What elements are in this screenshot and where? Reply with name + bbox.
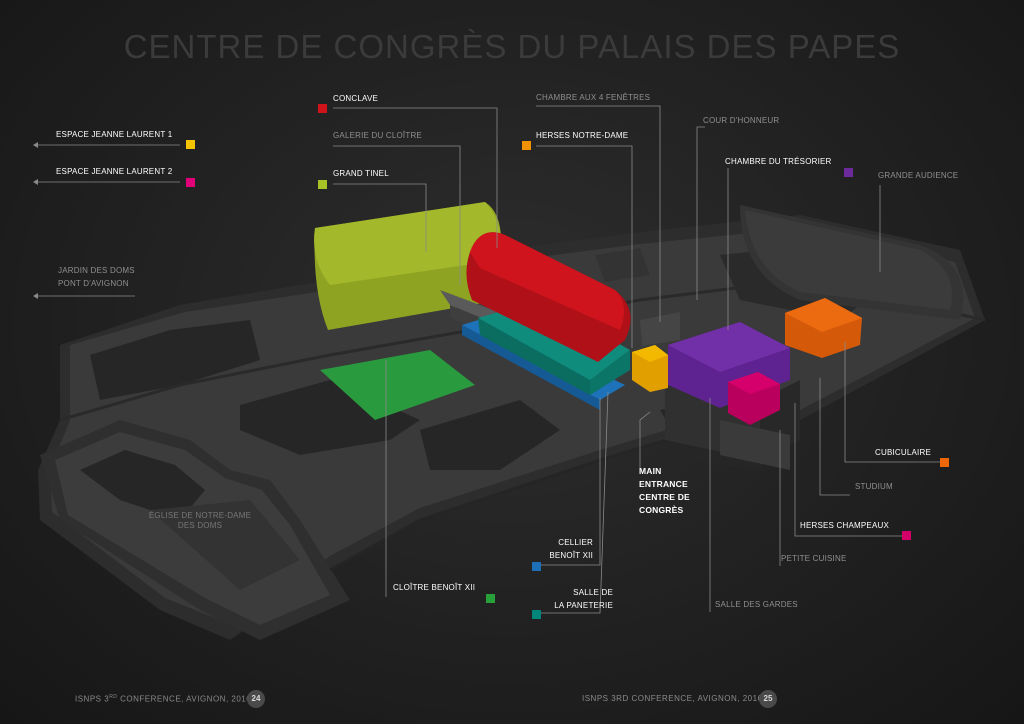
footer-left-suffix: CONFERENCE, AVIGNON, 2016	[117, 694, 252, 704]
label-grand-tinel: GRAND TINEL	[333, 169, 389, 178]
swatch-herses-champeaux	[902, 531, 911, 540]
footer-left-sup: RD	[109, 694, 118, 700]
label-salle-gardes: SALLE DES GARDES	[715, 600, 798, 609]
label-petite-cuisine: PETITE CUISINE	[781, 554, 847, 563]
label-cellier-1: CELLIER	[558, 538, 593, 547]
swatch-cubiculaire	[940, 458, 949, 467]
swatch-espace-jl2	[186, 178, 195, 187]
label-espace-jl1: ESPACE JEANNE LAURENT 1	[56, 130, 173, 139]
label-pont-avignon: PONT D'AVIGNON	[58, 279, 129, 288]
leader-lines	[35, 105, 940, 614]
label-herses-notre-dame: HERSES NOTRE-DAME	[536, 131, 629, 140]
swatch-chambre-tresorier	[844, 168, 853, 177]
room-cubiculaire	[785, 298, 862, 358]
footer-left: ISNPS 3RD CONFERENCE, AVIGNON, 2016	[75, 694, 251, 704]
label-cellier-2: BENOÎT XII	[549, 551, 593, 560]
room-conclave	[466, 232, 631, 362]
label-eglise-1: ÉGLISE DE NOTRE-DAME	[148, 511, 252, 520]
page-number-left: 24	[247, 690, 265, 708]
swatch-herses-notre-dame	[522, 141, 531, 150]
label-chambre-4-fenetres: CHAMBRE AUX 4 FENÊTRES	[536, 93, 651, 102]
footer-right: ISNPS 3RD CONFERENCE, AVIGNON, 2016	[582, 694, 763, 703]
room-herses-notre-dame	[632, 345, 668, 392]
label-paneterie-1: SALLE DE	[573, 588, 613, 597]
label-main-entrance-4: CONGRÈS	[639, 505, 684, 515]
swatch-cellier	[532, 562, 541, 571]
swatch-paneterie	[532, 610, 541, 619]
label-jardin-doms: JARDIN DES DOMS	[58, 266, 135, 275]
label-eglise-2: DES DOMS	[177, 521, 223, 530]
room-cloitre-benoit	[320, 350, 475, 420]
label-main-entrance-2: ENTRANCE	[639, 479, 688, 489]
page-number-right: 25	[759, 690, 777, 708]
swatch-espace-jl1	[186, 140, 195, 149]
label-main-entrance-1: MAIN	[639, 466, 662, 476]
label-grande-audience: GRANDE AUDIENCE	[878, 171, 959, 180]
label-cloitre-benoit: CLOÎTRE BENOÎT XII	[393, 583, 476, 592]
label-cubiculaire: CUBICULAIRE	[875, 448, 931, 457]
label-chambre-tresorier: CHAMBRE DU TRÉSORIER	[725, 157, 832, 166]
arrow-heads	[33, 142, 38, 299]
label-galerie-cloitre: GALERIE DU CLOÎTRE	[333, 131, 422, 140]
label-herses-champeaux: HERSES CHAMPEAUX	[800, 521, 889, 530]
page-title: CENTRE DE CONGRÈS DU PALAIS DES PAPES	[123, 28, 901, 65]
label-studium: STUDIUM	[855, 482, 893, 491]
swatch-conclave	[318, 104, 327, 113]
footer-left-prefix: ISNPS 3	[75, 694, 110, 704]
label-main-entrance-3: CENTRE DE	[639, 492, 690, 502]
label-conclave: CONCLAVE	[333, 94, 379, 103]
label-paneterie-2: LA PANETERIE	[554, 601, 613, 610]
swatch-grand-tinel	[318, 180, 327, 189]
swatch-cloitre-benoit	[486, 594, 495, 603]
label-espace-jl2: ESPACE JEANNE LAURENT 2	[56, 167, 173, 176]
room-herses-champeaux	[728, 372, 780, 425]
label-cour-honneur: COUR D'HONNEUR	[703, 116, 780, 125]
